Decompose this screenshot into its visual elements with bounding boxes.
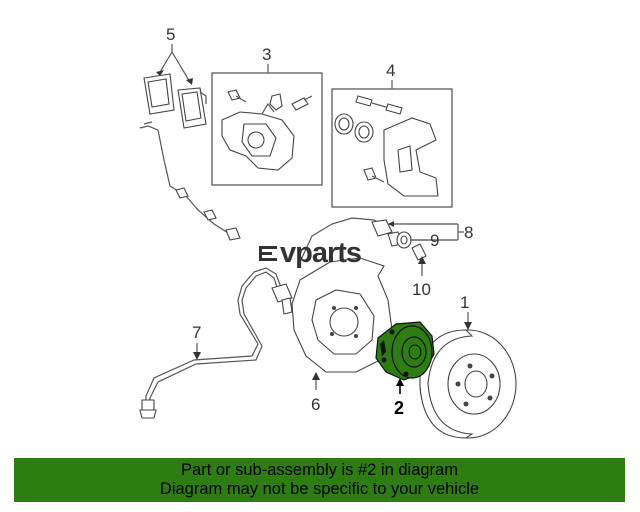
callout-4: 4 <box>386 61 395 80</box>
bracket-bolt <box>363 167 385 183</box>
callout-7: 7 <box>192 323 201 342</box>
brake-rotor <box>419 329 517 439</box>
callout-8: 8 <box>464 223 473 242</box>
caliper-bracket-clip <box>269 93 283 111</box>
part-info-banner: Part or sub-assembly is #2 in diagram Di… <box>14 458 625 502</box>
caliper-bolt <box>227 89 247 103</box>
banner-line-2: Diagram may not be specific to your vehi… <box>159 480 480 498</box>
guide-pins <box>355 95 403 115</box>
vparts-logo: vparts <box>258 237 362 269</box>
callout-6: 6 <box>311 395 320 414</box>
caliper <box>221 102 295 171</box>
brake-pad-right <box>177 87 207 129</box>
bleeder-screw <box>291 95 313 111</box>
sensor-part-9 <box>396 231 412 249</box>
vparts-logo-icon <box>258 240 278 261</box>
wheel-hub-assembly <box>375 321 435 381</box>
banner-line-1: Part or sub-assembly is #2 in diagram <box>181 461 458 479</box>
vparts-logo-text: vparts <box>280 237 362 269</box>
brake-line <box>139 267 293 419</box>
callout-9: 9 <box>430 231 439 250</box>
brake-pad-left <box>143 73 175 115</box>
seal-rings <box>334 113 374 143</box>
callout-10: 10 <box>412 280 431 299</box>
callout-3: 3 <box>262 45 271 64</box>
splash-shield <box>291 257 393 373</box>
callout-5: 5 <box>166 25 175 44</box>
callout-1: 1 <box>460 293 469 312</box>
sensor-part-10 <box>411 243 427 261</box>
abs-sensor-wire <box>139 121 241 241</box>
caliper-bracket <box>383 117 439 197</box>
callout-2: 2 <box>394 398 404 418</box>
